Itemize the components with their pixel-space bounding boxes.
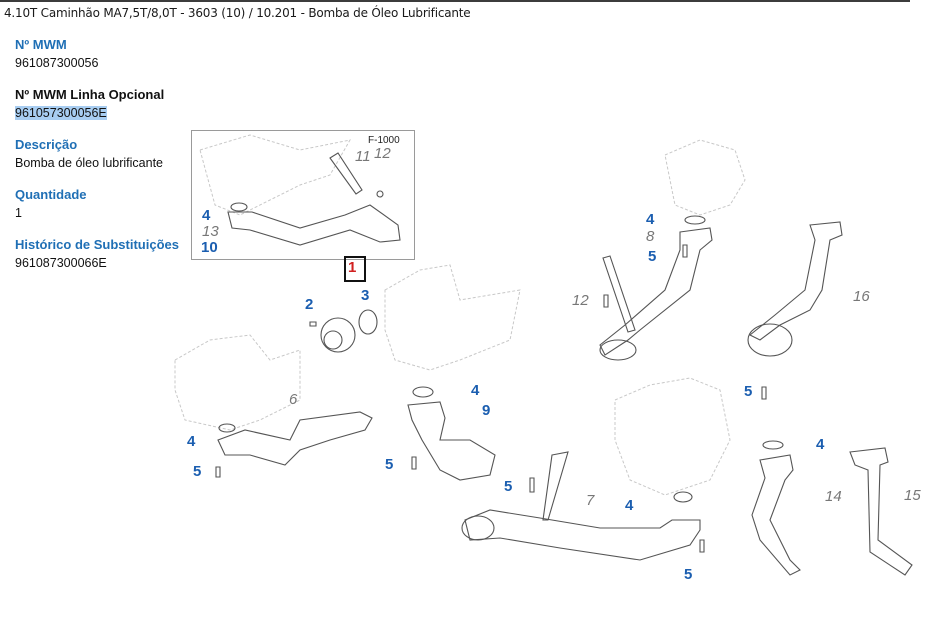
callout-4-pipe7[interactable]: 4 <box>625 497 634 514</box>
field-optional-line: Nº MWM Linha Opcional 961057300056E <box>15 86 195 124</box>
quantity-value: 1 <box>15 206 22 220</box>
engine-block-bottom-right <box>614 377 731 496</box>
strainer-7 <box>461 515 495 541</box>
bolt-12 <box>603 294 609 308</box>
bolt-5c <box>529 477 535 493</box>
gasket-4d <box>684 215 706 225</box>
callout-4-inset[interactable]: 4 <box>202 207 211 224</box>
engine-block-left <box>174 334 301 431</box>
callout-11[interactable]: 11 <box>355 148 371 165</box>
callout-13[interactable]: 13 <box>202 223 219 240</box>
callout-5-right[interactable]: 5 <box>744 383 753 400</box>
bolt-2 <box>309 321 317 327</box>
strainer-16 <box>747 323 793 357</box>
callout-8[interactable]: 8 <box>646 228 655 245</box>
callout-5-pipe6[interactable]: 5 <box>193 463 202 480</box>
callout-16[interactable]: 16 <box>853 288 870 305</box>
bolt-5f <box>761 386 767 400</box>
pickup-pipe-15 <box>849 447 913 576</box>
mwm-value[interactable]: 961087300056 <box>15 56 99 70</box>
description-value: Bomba de óleo lubrificante <box>15 156 164 170</box>
callout-4-pipe8[interactable]: 4 <box>646 211 655 228</box>
callout-5-pipe7[interactable]: 5 <box>684 566 693 583</box>
selected-part-box[interactable] <box>344 256 366 282</box>
strainer-8 <box>599 339 637 361</box>
o-ring-3 <box>358 309 378 335</box>
field-mwm: Nº MWM 961087300056 <box>15 36 195 74</box>
callout-3[interactable]: 3 <box>361 287 370 304</box>
optional-line-label: Nº MWM Linha Opcional <box>15 87 165 102</box>
support-rod-12 <box>602 255 636 333</box>
bolt-5d <box>699 539 705 553</box>
pickup-pipe-8 <box>599 227 713 356</box>
callout-6[interactable]: 6 <box>289 391 298 408</box>
description-label: Descrição <box>15 137 78 152</box>
callout-5-pipe9[interactable]: 5 <box>385 456 394 473</box>
callout-selected-part[interactable]: 1 <box>348 259 357 276</box>
pickup-pipe-6 <box>217 411 373 466</box>
bolt-5a <box>215 466 221 478</box>
pickup-pipe-16 <box>748 221 843 341</box>
quantity-label: Quantidade <box>15 187 87 202</box>
engine-block-top-right <box>664 139 746 216</box>
oil-pump-gear <box>323 330 343 350</box>
gasket-4c <box>673 491 693 503</box>
part-info-panel: Nº MWM 961087300056 Nº MWM Linha Opciona… <box>15 36 195 274</box>
oil-pump-body <box>320 317 356 353</box>
bolt-5b <box>411 456 417 470</box>
inset-code: F-1000 <box>368 135 400 146</box>
callout-2[interactable]: 2 <box>305 296 314 313</box>
pickup-pipe-14 <box>751 454 801 576</box>
engine-block-center <box>384 264 521 371</box>
callout-12-inset[interactable]: 12 <box>374 145 391 162</box>
inset-variant-box <box>191 130 415 260</box>
gasket-4a <box>218 423 236 433</box>
callout-9[interactable]: 9 <box>482 402 491 419</box>
callout-4-pipe9[interactable]: 4 <box>471 382 480 399</box>
optional-line-value[interactable]: 961057300056E <box>15 106 107 120</box>
history-label: Histórico de Substituições <box>15 237 179 252</box>
callout-10[interactable]: 10 <box>201 239 218 256</box>
gasket-4b <box>412 386 434 398</box>
pickup-pipe-7 <box>464 509 701 561</box>
gasket-4e <box>762 440 784 450</box>
callout-14[interactable]: 14 <box>825 488 842 505</box>
callout-5-pipe8[interactable]: 5 <box>648 248 657 265</box>
callout-12[interactable]: 12 <box>572 292 589 309</box>
field-quantity: Quantidade 1 <box>15 186 195 224</box>
callout-5-bracket[interactable]: 5 <box>504 478 513 495</box>
field-description: Descrição Bomba de óleo lubrificante <box>15 136 195 174</box>
field-history: Histórico de Substituições 961087300066E <box>15 236 195 274</box>
window-top-border <box>0 0 910 2</box>
support-bracket-7 <box>542 451 569 521</box>
history-value[interactable]: 961087300066E <box>15 256 107 270</box>
bolt-5e <box>682 244 688 258</box>
callout-15[interactable]: 15 <box>904 487 921 504</box>
callout-4-pipe6[interactable]: 4 <box>187 433 196 450</box>
breadcrumb: 4.10T Caminhão MA7,5T/8,0T - 3603 (10) /… <box>4 6 471 20</box>
callout-4-pipe14[interactable]: 4 <box>816 436 825 453</box>
callout-7[interactable]: 7 <box>586 492 595 509</box>
mwm-label: Nº MWM <box>15 37 67 52</box>
